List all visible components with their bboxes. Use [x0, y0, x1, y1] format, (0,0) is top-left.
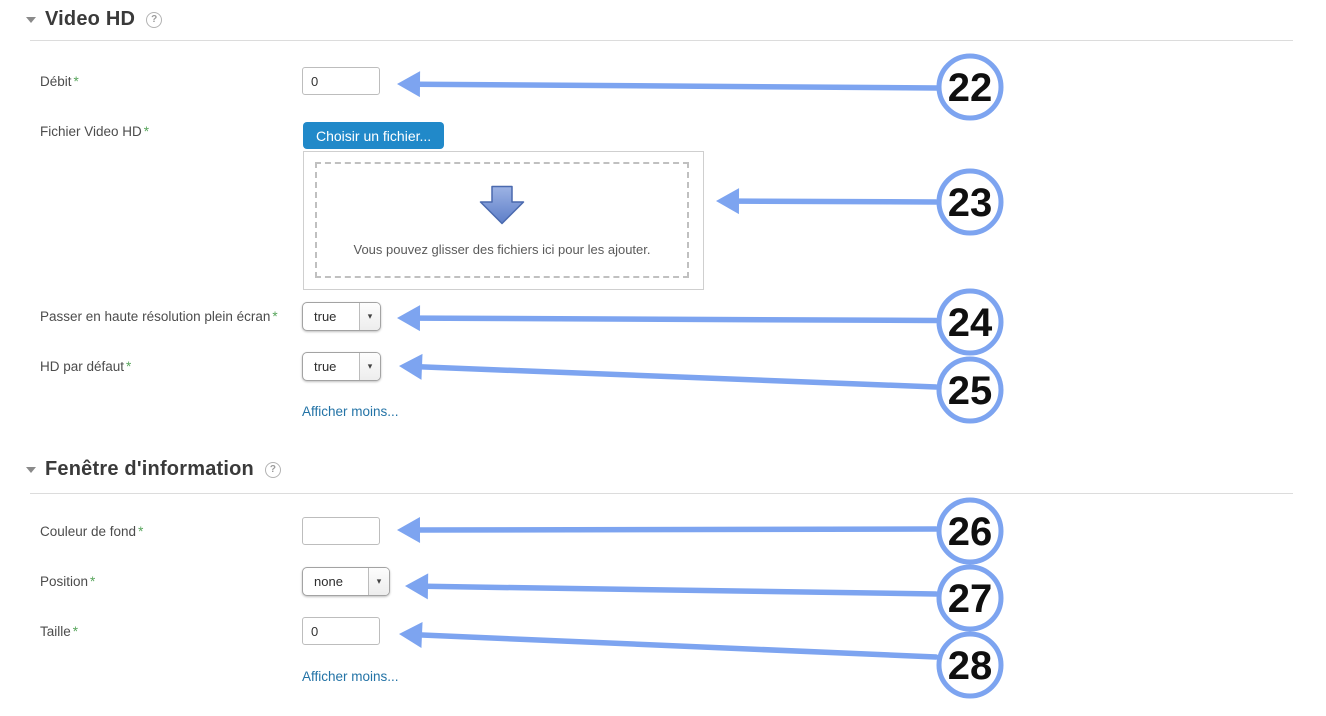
- section-title: Video HD: [45, 8, 136, 30]
- taille-input[interactable]: [302, 617, 380, 645]
- section-divider: [30, 40, 1293, 41]
- annotation-badge-23: 23: [936, 168, 1004, 236]
- chevron-down-icon: ▾: [359, 353, 380, 380]
- choose-file-button[interactable]: Choisir un fichier...: [303, 122, 445, 149]
- required-asterisk: *: [138, 524, 144, 539]
- section-header-fenetre-information[interactable]: Fenêtre d'information ?: [26, 458, 281, 481]
- taille-label: Taille*: [40, 624, 78, 639]
- annotation-badge-27: 27: [936, 564, 1004, 632]
- position-label-text: Position: [40, 574, 89, 589]
- required-asterisk: *: [72, 624, 79, 639]
- annotation-arrow-24: [397, 305, 939, 332]
- svg-text:23: 23: [948, 181, 993, 225]
- fichier-label-text: Fichier Video HD: [40, 124, 142, 139]
- annotation-arrow-23: [716, 188, 939, 215]
- annotation-badge-24: 24: [936, 288, 1004, 356]
- svg-text:22: 22: [948, 66, 993, 110]
- annotation-arrow-28: [399, 621, 939, 660]
- svg-text:27: 27: [948, 577, 993, 621]
- collapse-triangle-icon[interactable]: [26, 466, 36, 473]
- fullscreen-hd-select[interactable]: true ▾: [302, 302, 381, 331]
- fichier-video-hd-label: Fichier Video HD*: [40, 124, 149, 139]
- couleur-label-text: Couleur de fond: [40, 524, 137, 539]
- select-value: true: [314, 359, 337, 374]
- show-less-link-video-hd[interactable]: Afficher moins...: [302, 404, 399, 419]
- position-select[interactable]: none ▾: [302, 567, 390, 596]
- select-value: true: [314, 309, 337, 324]
- show-less-link-fenetre-information[interactable]: Afficher moins...: [302, 669, 399, 684]
- dropzone-hint-text: Vous pouvez glisser des fichiers ici pou…: [353, 242, 651, 257]
- debit-input[interactable]: [302, 67, 380, 95]
- hd-default-select[interactable]: true ▾: [302, 352, 381, 381]
- required-asterisk: *: [126, 359, 132, 374]
- svg-text:28: 28: [948, 644, 993, 688]
- required-asterisk: *: [272, 309, 278, 324]
- debit-label: Débit*: [40, 74, 79, 89]
- couleur-de-fond-label: Couleur de fond*: [40, 524, 143, 539]
- annotation-arrow-25: [399, 353, 939, 390]
- fullscreen-hd-label-text: Passer en haute résolution plein écran: [40, 309, 271, 324]
- annotation-badge-22: 22: [936, 53, 1004, 121]
- svg-text:24: 24: [948, 301, 993, 345]
- section-header-video-hd[interactable]: Video HD ?: [26, 8, 163, 31]
- taille-label-text: Taille: [40, 624, 71, 639]
- required-asterisk: *: [143, 124, 150, 139]
- chevron-down-icon: ▾: [359, 303, 380, 330]
- help-icon[interactable]: ?: [264, 461, 281, 478]
- svg-text:26: 26: [948, 510, 993, 554]
- debit-label-text: Débit: [40, 74, 72, 89]
- hd-default-label: HD par défaut*: [40, 359, 131, 374]
- download-arrow-icon: [479, 185, 525, 225]
- file-dropzone[interactable]: Vous pouvez glisser des fichiers ici pou…: [303, 151, 704, 290]
- collapse-triangle-icon[interactable]: [26, 16, 36, 23]
- select-value: none: [314, 574, 343, 589]
- annotation-arrow-27: [405, 573, 939, 600]
- hd-default-label-text: HD par défaut: [40, 359, 125, 374]
- required-asterisk: *: [90, 574, 96, 589]
- annotation-arrow-26: [397, 516, 939, 543]
- fullscreen-hd-label: Passer en haute résolution plein écran*: [40, 309, 278, 324]
- required-asterisk: *: [73, 74, 79, 89]
- annotation-badge-25: 25: [936, 356, 1004, 424]
- dropzone-dashed-area: Vous pouvez glisser des fichiers ici pou…: [315, 162, 689, 278]
- annotation-badge-26: 26: [936, 497, 1004, 565]
- svg-text:25: 25: [948, 369, 993, 413]
- annotation-badge-28: 28: [936, 631, 1004, 699]
- position-label: Position*: [40, 574, 95, 589]
- chevron-down-icon: ▾: [368, 568, 389, 595]
- couleur-de-fond-input[interactable]: [302, 517, 380, 545]
- section-divider: [30, 493, 1293, 494]
- annotation-arrow-22: [397, 71, 940, 98]
- help-icon[interactable]: ?: [146, 11, 163, 28]
- section-title: Fenêtre d'information: [45, 458, 254, 480]
